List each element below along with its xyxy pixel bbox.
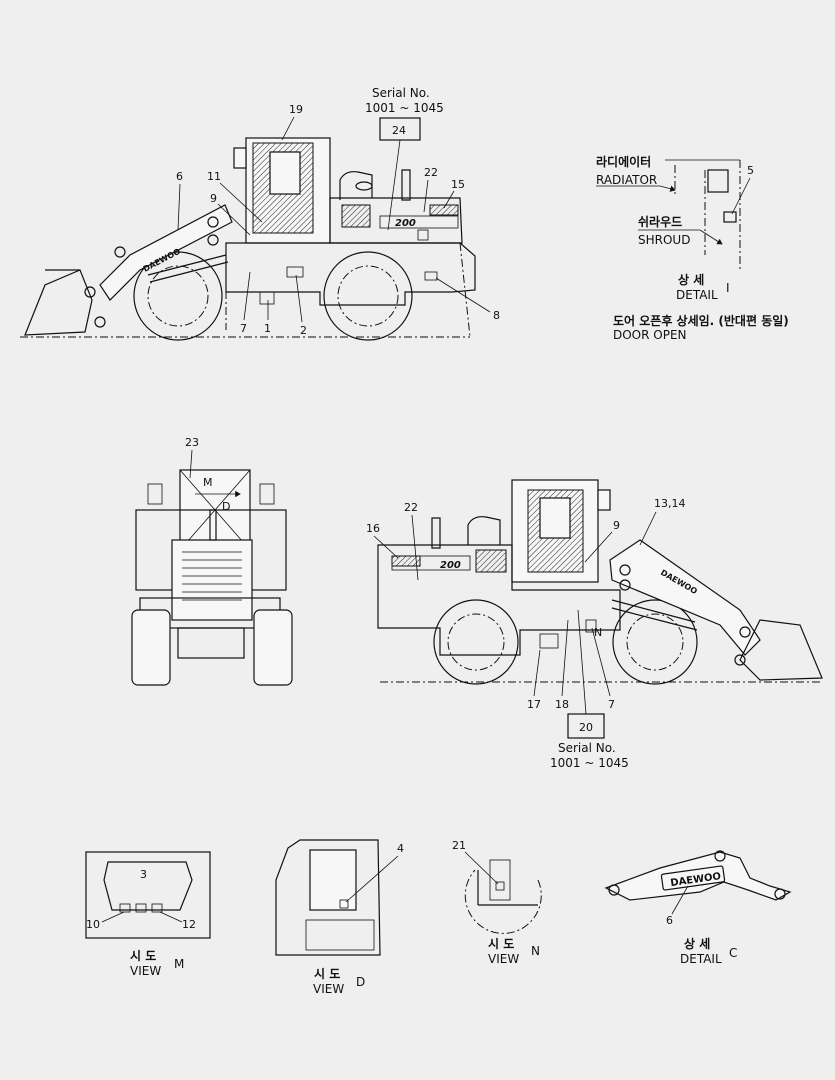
front-grille xyxy=(182,551,242,601)
view-d-label-en: VIEW xyxy=(313,982,344,996)
callout-2: 2 xyxy=(300,324,307,337)
callout-15: 15 xyxy=(451,178,465,191)
radiator-label-en: RADIATOR xyxy=(596,173,657,187)
callout-18: 18 xyxy=(555,698,569,711)
callout-4: 4 xyxy=(397,842,404,855)
detail-i-label-en: DETAIL xyxy=(676,288,718,302)
callout-22-bottom: 22 xyxy=(404,501,418,514)
front-view: M D 23 xyxy=(131,436,293,686)
view-n-label-en: VIEW xyxy=(488,952,519,966)
view-m-label-ko: 시 도 xyxy=(130,949,156,963)
model-decal-side-right: 200 xyxy=(440,560,461,571)
callout-7-bottom: 7 xyxy=(608,698,615,711)
detail-c-boom-decal: DAEWOO 6 상 세 DETAIL C xyxy=(604,850,792,966)
callout-10: 10 xyxy=(86,918,100,931)
callout-8: 8 xyxy=(493,309,500,322)
callout-9-bottom: 9 xyxy=(613,519,620,532)
callout-6-detail: 6 xyxy=(666,914,673,927)
serial-annotation-bottom: 20 Serial No. 1001 ~ 1045 xyxy=(550,609,629,770)
callout-5: 5 xyxy=(747,164,754,177)
detail-c-ref: C xyxy=(729,946,737,960)
callout-21: 21 xyxy=(452,839,466,852)
callout-12: 12 xyxy=(182,918,196,931)
callout-16: 16 xyxy=(366,522,380,535)
detail-c-label-en: DETAIL xyxy=(680,952,722,966)
detail-i-ref: I xyxy=(726,281,730,295)
callout-19: 19 xyxy=(289,103,303,116)
callout-24: 24 xyxy=(392,124,406,137)
view-d-ref: D xyxy=(356,975,365,989)
view-n: 21 시 도 VIEW N xyxy=(452,839,542,966)
serial-range-top: 1001 ~ 1045 xyxy=(365,101,444,115)
callout-9-top: 9 xyxy=(210,192,217,205)
callouts-side-view-right: 16 22 9 13,14 17 18 7 xyxy=(366,497,686,711)
view-m: 3 10 12 시 도 VIEW M xyxy=(85,851,211,978)
side-view-right: 200 DAEWOO N xyxy=(377,479,823,685)
view-m-label-en: VIEW xyxy=(130,964,161,978)
front-view-ref-d: D xyxy=(222,500,230,513)
detail-i-label-ko: 상 세 xyxy=(678,272,704,287)
radiator-label-ko: 라디에이터 xyxy=(596,154,651,169)
callout-22-top: 22 xyxy=(424,166,438,179)
callout-17: 17 xyxy=(527,698,541,711)
rear-view-ref-n: N xyxy=(594,626,602,639)
view-d-label-ko: 시 도 xyxy=(314,967,340,981)
door-open-note-en: DOOR OPEN xyxy=(613,328,687,342)
serial-title-bottom: Serial No. xyxy=(558,741,616,755)
callout-1: 1 xyxy=(264,322,271,335)
serial-title-top: Serial No. xyxy=(372,86,430,100)
view-n-label-ko: 시 도 xyxy=(488,937,514,951)
shroud-label-en: SHROUD xyxy=(638,233,690,247)
door-open-note-ko: 도어 오픈후 상세임. (반대편 동일) xyxy=(613,313,789,328)
callout-23: 23 xyxy=(185,436,199,449)
model-decal-side: 200 xyxy=(395,218,416,229)
callout-7-top: 7 xyxy=(240,322,247,335)
detail-i-radiator-shroud: 라디에이터 RADIATOR 쉬라우드 SHROUD 5 상 세 DETAIL … xyxy=(596,154,789,342)
shroud-label-ko: 쉬라우드 xyxy=(638,214,682,229)
serial-annotation-top: Serial No. 1001 ~ 1045 24 xyxy=(365,86,444,231)
callout-13-14: 13,14 xyxy=(654,497,686,510)
callout-6-top: 6 xyxy=(176,170,183,183)
detail-c-label-ko: 상 세 xyxy=(684,936,710,951)
view-n-ref: N xyxy=(531,944,540,958)
callouts-side-view-left: 19 6 11 9 22 15 7 1 2 8 xyxy=(176,103,500,337)
callout-11: 11 xyxy=(207,170,221,183)
side-view-left: 200 DAEWOO xyxy=(20,137,476,341)
front-view-ref-m: M xyxy=(203,476,213,489)
serial-range-bottom: 1001 ~ 1045 xyxy=(550,756,629,770)
view-d: 4 시 도 VIEW D xyxy=(275,839,404,996)
view-m-ref: M xyxy=(174,957,184,971)
callout-20: 20 xyxy=(579,721,593,734)
callout-3: 3 xyxy=(140,868,147,881)
